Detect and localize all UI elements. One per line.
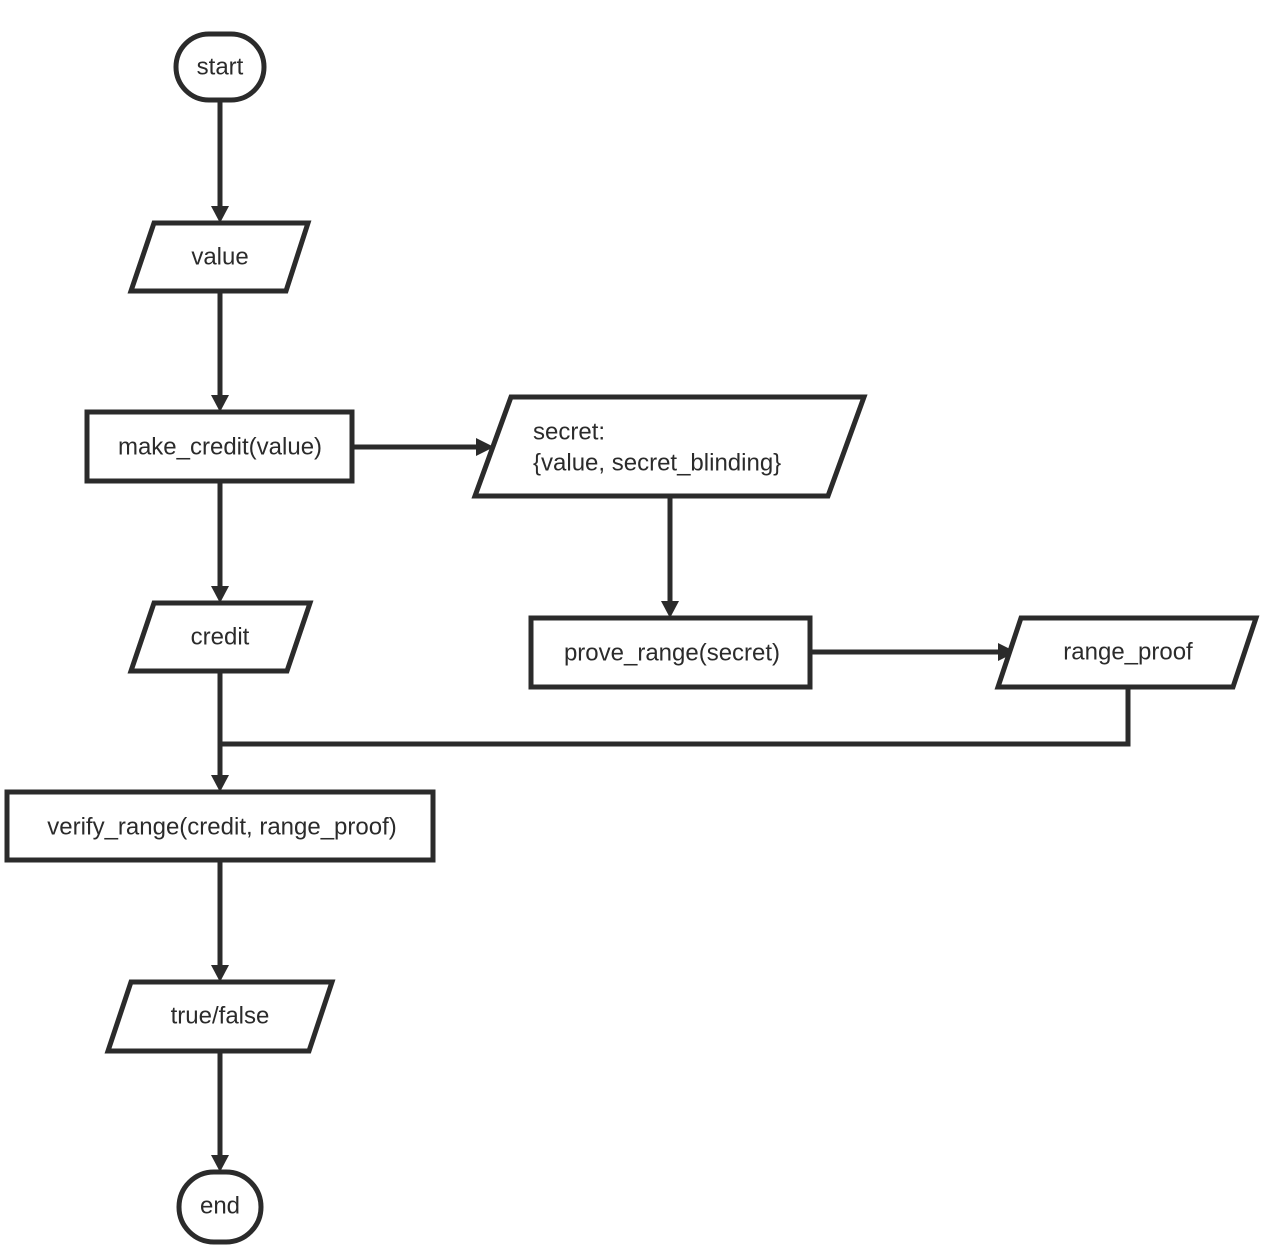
node-end: end [176,1169,264,1245]
data-shape [104,979,336,1054]
arrowhead [211,586,229,603]
arrowhead [998,643,1016,661]
node-label: make_credit(value) [118,433,322,460]
node-label: true/false [171,1002,270,1029]
terminal-shape [173,31,267,103]
data-shape [994,615,1260,690]
edge-make-credit-to-secret [352,438,494,456]
data-shape [127,220,312,294]
node-make-credit: make_credit(value) [84,409,355,484]
edge-credit-to-verify-range [211,671,229,792]
edge-result-to-end [211,1051,229,1172]
edges [211,101,1131,1172]
arrowhead [661,601,679,618]
node-label: range_proof [1063,638,1193,665]
edge-range-proof-to-verify-range [220,687,1131,747]
process-shape [4,789,436,863]
edge-make-credit-to-credit [211,481,229,603]
node-value: value [127,220,312,294]
node-start: start [173,31,267,103]
edge-secret-to-prove-range [661,496,679,618]
terminal-shape [176,1169,264,1245]
edge-verify-range-to-result [211,860,229,982]
node-label: credit [191,623,250,650]
node-label: end [200,1192,240,1219]
edge-prove-range-to-range-proof [810,643,1016,661]
edge-value-to-make-credit [211,291,229,412]
node-verify-range: verify_range(credit, range_proof) [4,789,436,863]
node-label: start [197,53,244,80]
node-label: verify_range(credit, range_proof) [47,813,397,840]
node-label-line-1: secret: [533,418,605,445]
arrowhead [476,438,494,456]
node-credit: credit [127,600,314,674]
process-shape [528,615,813,690]
data-shape [471,394,868,499]
edge-start-to-value [211,101,229,223]
node-label-line-2: {value, secret_blinding} [533,449,781,476]
node-label: value [191,243,248,270]
node-label: prove_range(secret) [564,639,780,666]
node-prove-range: prove_range(secret) [528,615,813,690]
data-shape [127,600,314,674]
arrowhead [211,965,229,982]
process-shape [84,409,355,484]
node-range-proof: range_proof [994,615,1260,690]
arrowhead [211,206,229,223]
node-secret: secret: {value, secret_blinding} [471,394,868,499]
arrowhead [211,775,229,792]
node-result: true/false [104,979,336,1054]
arrowhead [211,1155,229,1172]
arrowhead [211,395,229,412]
